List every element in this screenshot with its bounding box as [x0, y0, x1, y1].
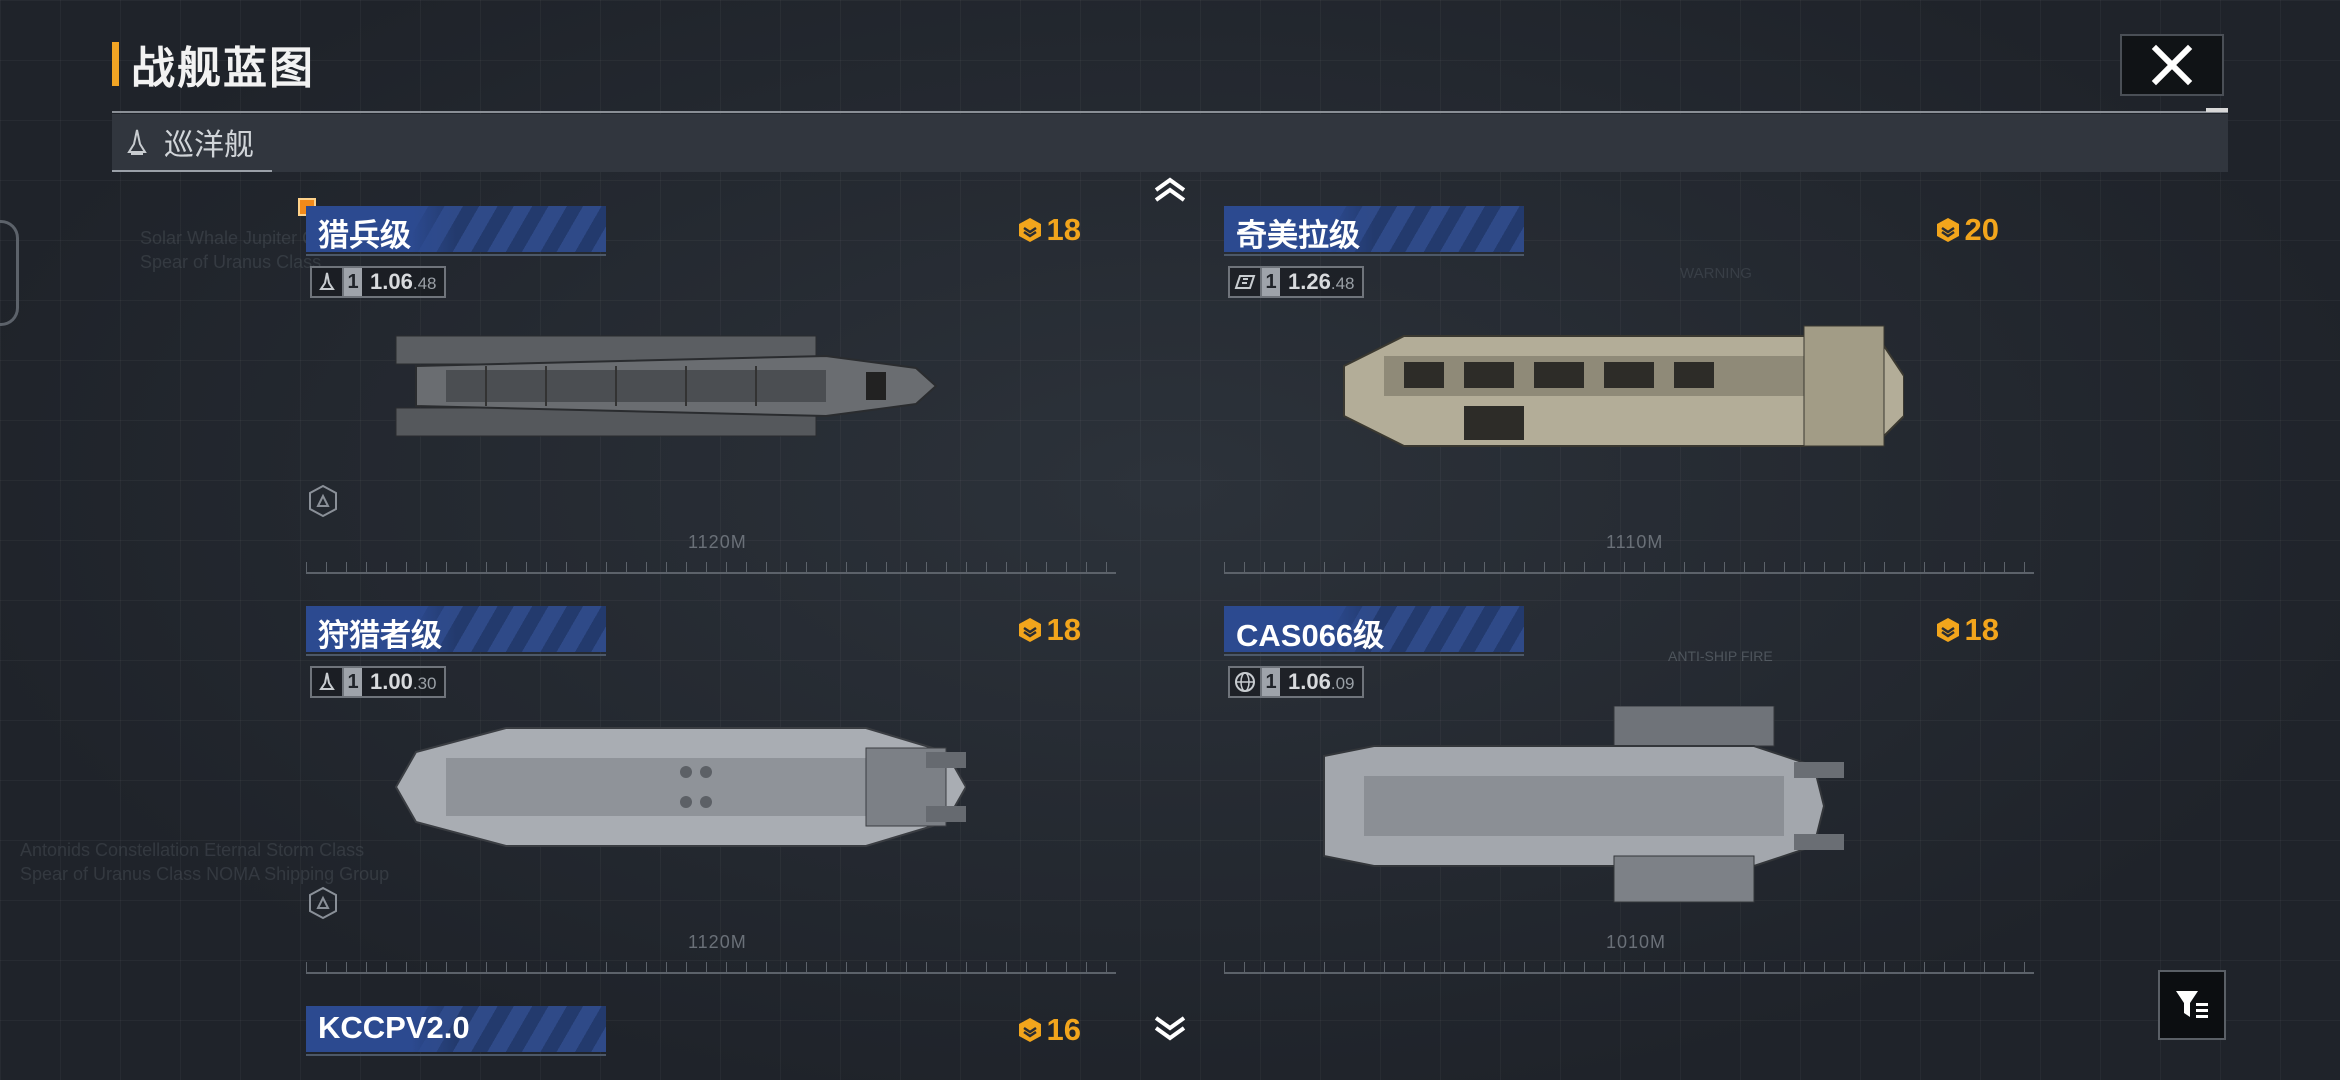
ship-name: KCCPV2.0: [318, 1010, 470, 1045]
hex-ship-icon: [309, 484, 337, 518]
ruler-ticks: [306, 962, 1116, 972]
blueprint-ruler: [1224, 572, 2034, 574]
warning-caption: WARNING: [1680, 265, 1752, 282]
cost-icon: [1936, 618, 1959, 642]
cost-badge: 18: [1935, 612, 1999, 648]
cost-icon: [1018, 618, 1041, 642]
ship-card[interactable]: 奇美拉级 20 1 1.26.48 1110M: [1224, 206, 2039, 586]
ship-name: 奇美拉级: [1236, 218, 1360, 253]
ruler-ticks: [306, 562, 1116, 572]
ship-length-label: 1120M: [688, 532, 747, 552]
ship-blueprint-image: [1343, 325, 1904, 447]
blueprint-ruler: [1224, 972, 2034, 974]
ship-stat: 1.00.30: [370, 669, 437, 694]
blueprint-ruler: [306, 572, 1116, 574]
card-header: 狩猎者级: [306, 606, 606, 653]
ship-tier: 1: [344, 268, 362, 296]
divider-line: [112, 111, 2228, 113]
title-accent-bar: [112, 42, 119, 86]
cost-value: 20: [1964, 212, 1999, 247]
ship-blueprint-image: [394, 727, 966, 847]
ruler-ticks: [1224, 562, 2034, 572]
ship-card[interactable]: 猎兵级 18 1 1.06.48 1120M: [306, 206, 1121, 586]
ship-card[interactable]: CAS066级 18 1 1.06.09 ANTI-SHIP FIRE 1010…: [1224, 606, 2039, 986]
ship-name: 猎兵级: [318, 218, 411, 253]
filter-strip: [112, 114, 2228, 172]
globe-icon: [1230, 668, 1262, 696]
side-bracket: [0, 220, 19, 326]
ship-blueprint-image: [395, 335, 938, 437]
category-tab-cruiser[interactable]: 巡洋舰: [112, 114, 272, 172]
ship-tier: 1: [1262, 268, 1280, 296]
cost-value: 18: [1046, 612, 1081, 647]
ship-length-label: 1120M: [688, 932, 747, 952]
category-label: 巡洋舰: [164, 129, 254, 162]
ship-spec: 1 1.06.48: [310, 266, 447, 298]
blueprint-ruler: [306, 972, 1116, 974]
cost-icon: [1018, 1018, 1041, 1042]
filter-icon: [2176, 991, 2208, 1018]
cost-badge: 16: [1017, 1012, 1081, 1048]
cost-icon: [1018, 218, 1041, 242]
hex-ship-icon: [309, 886, 337, 920]
filter-button[interactable]: [2158, 970, 2226, 1040]
cost-value: 16: [1046, 1012, 1081, 1047]
card-header: 奇美拉级: [1224, 206, 1524, 253]
card-header: CAS066级: [1224, 606, 1524, 653]
ship-spec: 1 1.06.09: [1228, 666, 1365, 698]
header-underline: [306, 654, 606, 656]
ship-class-icon: [312, 668, 344, 696]
background-caption: Antonids Constellation Eternal Storm Cla…: [20, 840, 390, 884]
ship-name: 狩猎者级: [318, 618, 442, 653]
anti-ship-caption: ANTI-SHIP FIRE: [1668, 648, 1773, 664]
module-icon: [1230, 268, 1262, 296]
card-header: KCCPV2.0: [306, 1006, 606, 1052]
ship-class-icon: [312, 268, 344, 296]
ship-stat: 1.26.48: [1288, 269, 1355, 294]
ship-length-label: 1010M: [1606, 932, 1667, 952]
page-title: 战舰蓝图: [112, 36, 315, 93]
cost-badge: 18: [1017, 612, 1081, 648]
scroll-down-icon[interactable]: [1150, 1012, 1190, 1042]
card-header: 猎兵级: [306, 206, 606, 253]
ship-stat: 1.06.09: [1288, 669, 1355, 694]
ship-card[interactable]: 狩猎者级 18 1 1.00.30 1120M: [306, 606, 1121, 986]
ship-tier: 1: [1262, 668, 1280, 696]
close-button[interactable]: [2120, 34, 2224, 96]
ruler-ticks: [1224, 962, 2034, 972]
cost-value: 18: [1964, 612, 1999, 647]
cruiser-icon: [127, 129, 147, 155]
ship-length-label: 1110M: [1606, 532, 1664, 552]
header-underline: [306, 1054, 606, 1056]
ship-blueprint-image: [1323, 706, 1844, 903]
ship-stat: 1.06.48: [370, 269, 437, 294]
ship-name: CAS066级: [1236, 618, 1385, 653]
cost-badge: 20: [1935, 212, 1999, 248]
cost-badge: 18: [1017, 212, 1081, 248]
scroll-up-icon[interactable]: [1150, 176, 1190, 206]
header-underline: [1224, 654, 1524, 656]
ship-spec: 1 1.26.48: [1228, 266, 1365, 298]
ship-card[interactable]: KCCPV2.0 16: [306, 1006, 1121, 1080]
header-underline: [306, 254, 606, 256]
cost-icon: [1936, 218, 1959, 242]
title-text: 战舰蓝图: [131, 44, 315, 93]
ship-tier: 1: [344, 668, 362, 696]
ship-spec: 1 1.00.30: [310, 666, 447, 698]
cost-value: 18: [1046, 212, 1081, 247]
divider-end-marker: [2206, 108, 2228, 112]
header-underline: [1224, 254, 1524, 256]
close-icon: [2151, 44, 2193, 86]
